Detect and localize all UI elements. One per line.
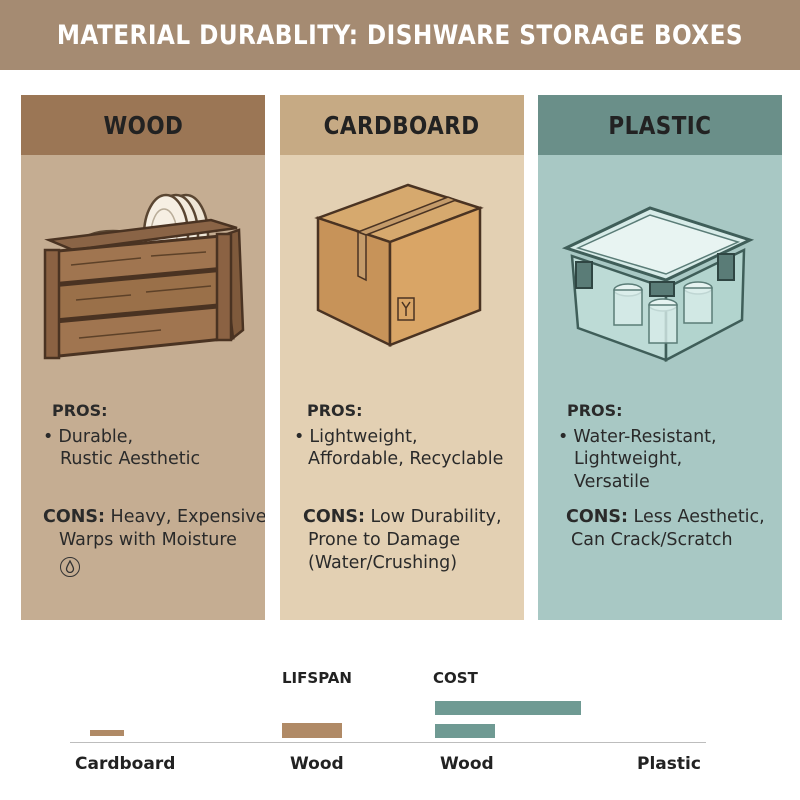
wood-pros-line-2: Rustic Aesthetic <box>60 449 201 469</box>
plastic-cons-line-2: Can Crack/Scratch <box>571 530 733 550</box>
cardboard-pros-heading: PROS: <box>307 401 363 420</box>
wood-cons-line-1: CONS: Heavy, Expensive, <box>43 507 265 527</box>
axis-label-wood-2: Wood <box>440 754 494 774</box>
cost-label: COST <box>433 669 478 687</box>
cardboard-cons-line-2: Prone to Damage <box>308 530 461 550</box>
cardboard-pros-line-1: •Lightweight, <box>294 427 418 447</box>
panel-title-cardboard: CARDBOARD <box>324 110 480 140</box>
plastic-container-illustration <box>561 206 755 363</box>
axis-label-wood-1: Wood <box>290 754 344 774</box>
plastic-pros-line-2: Lightweight, <box>574 449 683 469</box>
comparison-axis <box>70 742 706 743</box>
cardboard-box-illustration <box>314 183 484 347</box>
wood-pros-line-1: •Durable, <box>43 427 134 447</box>
page-title: MATERIAL DURABLITY: DISHWARE STORAGE BOX… <box>56 19 744 51</box>
panel-title-plastic: PLASTIC <box>608 110 712 140</box>
panel-header-wood: WOOD <box>21 95 265 155</box>
panel-header-cardboard: CARDBOARD <box>280 95 524 155</box>
axis-label-cardboard: Cardboard <box>75 754 176 774</box>
wood-pros-heading: PROS: <box>52 401 108 420</box>
plastic-pros-line-1: •Water-Resistant, <box>558 427 717 447</box>
title-banner: MATERIAL DURABLITY: DISHWARE STORAGE BOX… <box>0 0 800 70</box>
panel-plastic: PLASTIC PROS: •Water-Resistant, Lightwei… <box>538 95 782 620</box>
plastic-cons-line-1: CONS: Less Aesthetic, <box>566 507 765 527</box>
cardboard-cons-line-1: CONS: Low Durability, <box>303 507 502 527</box>
axis-label-plastic: Plastic <box>637 754 701 774</box>
cost-bar-2 <box>435 724 495 738</box>
panel-title-wood: WOOD <box>103 110 183 140</box>
water-drop-icon <box>60 557 80 577</box>
lifespan-bar-cardboard <box>90 730 124 736</box>
wood-cons-line-2: Warps with Moisture <box>59 530 237 550</box>
wooden-crate-illustration <box>43 193 245 360</box>
lifespan-bar-wood <box>282 723 342 738</box>
plastic-pros-line-3: Versatile <box>574 472 650 492</box>
lifespan-label: LIFSPAN <box>282 669 352 687</box>
cardboard-pros-line-2: Affordable, Recyclable <box>308 449 504 469</box>
plastic-pros-heading: PROS: <box>567 401 623 420</box>
cost-bar-1 <box>435 701 581 715</box>
panel-cardboard: CARDBOARD PROS: •Lightweight, Affordable… <box>280 95 524 620</box>
panel-header-plastic: PLASTIC <box>538 95 782 155</box>
panel-wood: WOOD PROS: •Durable, Rustic Aesthetic CO… <box>21 95 265 620</box>
cardboard-cons-line-3: (Water/Crushing) <box>308 553 458 573</box>
